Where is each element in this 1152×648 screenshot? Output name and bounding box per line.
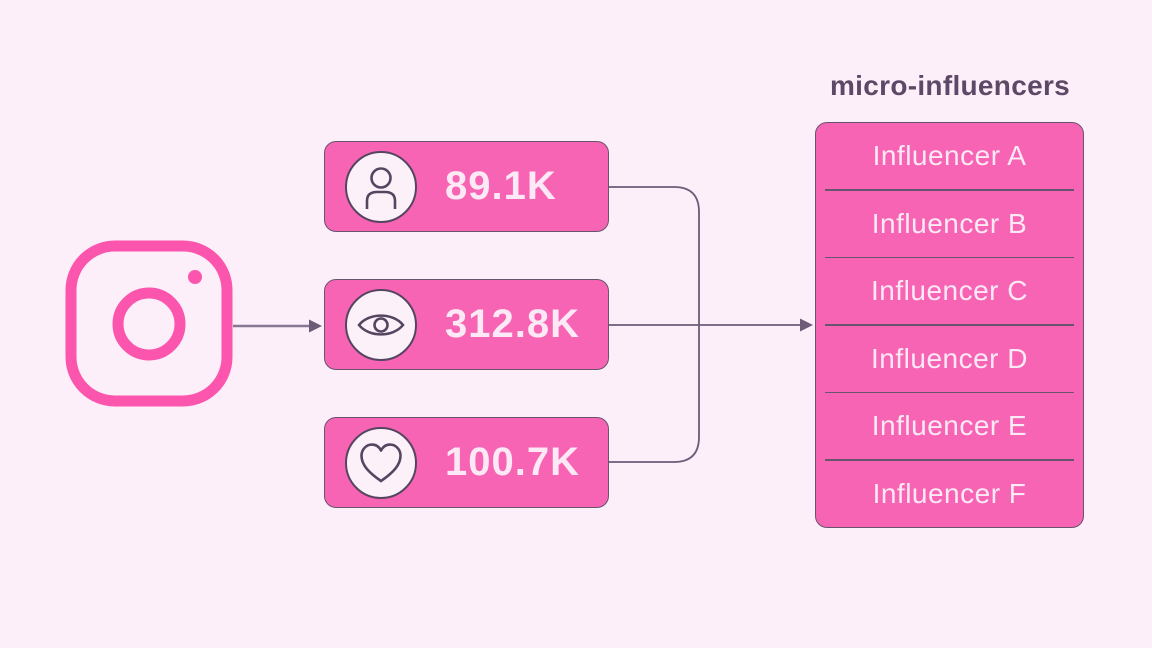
- metric-value: 100.7K: [445, 440, 580, 484]
- influencer-row: Influencer A: [872, 140, 1027, 172]
- instagram-icon: [65, 240, 233, 407]
- metric-node-views: 312.8K: [324, 279, 609, 370]
- arrowhead-right-icon: [309, 319, 322, 333]
- row-divider: [825, 189, 1074, 191]
- heart-icon: [345, 426, 417, 499]
- eye-icon: [345, 288, 417, 361]
- arrowhead-right-icon: [800, 318, 813, 332]
- metric-value: 89.1K: [445, 164, 557, 208]
- row-divider: [825, 459, 1074, 461]
- row-divider: [825, 391, 1074, 394]
- panel-title: micro-influencers: [829, 70, 1071, 101]
- influencer-row: Influencer B: [871, 207, 1028, 239]
- row-divider: [825, 324, 1074, 326]
- metric-node-followers: 89.1K: [324, 141, 609, 232]
- micro-influencers-panel: Influencer A Influencer B Influencer C I…: [815, 122, 1084, 528]
- instagram-icon-glyph: [65, 240, 233, 407]
- influencer-row: Influencer F: [872, 477, 1027, 509]
- row-divider: [825, 256, 1074, 259]
- influencer-row: Influencer E: [871, 410, 1028, 442]
- metric-node-likes: 100.7K: [324, 417, 609, 508]
- influencer-row: Influencer D: [871, 342, 1028, 374]
- metric-value: 312.8K: [445, 302, 580, 346]
- influencer-row: Influencer C: [871, 275, 1028, 307]
- person-icon: [345, 150, 417, 223]
